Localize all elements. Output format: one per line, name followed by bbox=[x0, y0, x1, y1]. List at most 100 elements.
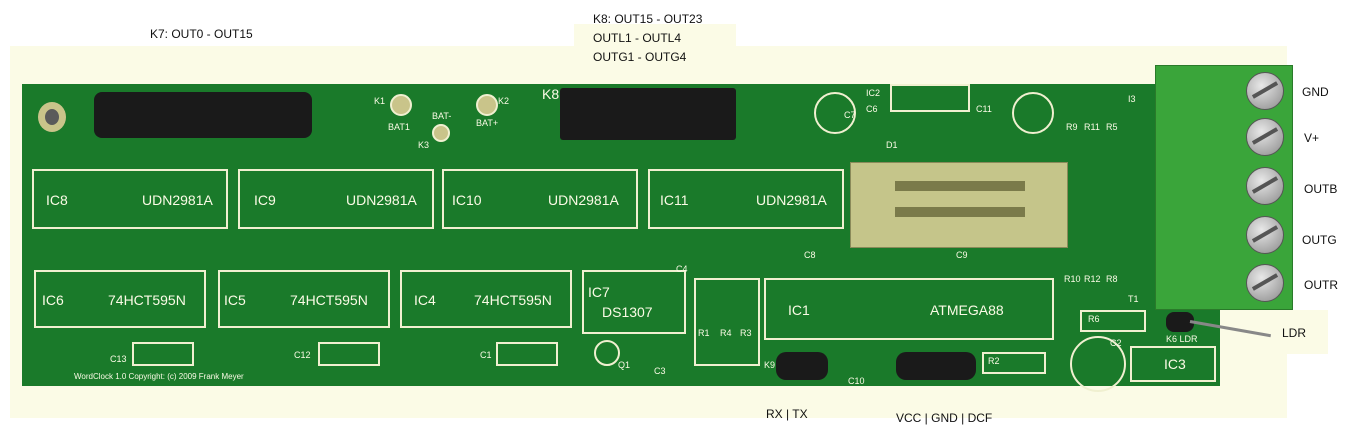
k9-header bbox=[776, 352, 828, 380]
ic8-type: UDN2981A bbox=[142, 192, 213, 208]
terminal-block bbox=[1155, 65, 1293, 310]
k6ldr-silk: K6 LDR bbox=[1166, 334, 1198, 344]
ic10-silk: IC10 bbox=[452, 192, 482, 208]
c10-silk: C10 bbox=[848, 376, 865, 386]
c12-silk: C12 bbox=[294, 350, 311, 360]
k3-pad bbox=[432, 124, 450, 142]
c9-silk: C9 bbox=[956, 250, 968, 260]
ic9-silk: IC9 bbox=[254, 192, 276, 208]
ic2-regulator bbox=[890, 84, 970, 112]
k8-silk: K8 bbox=[542, 86, 560, 102]
ic8-silk: IC8 bbox=[46, 192, 68, 208]
k8-label-line1: K8: OUT15 - OUT23 bbox=[593, 12, 703, 26]
rx-tx-label: RX | TX bbox=[766, 407, 808, 421]
k1-silk: K1 bbox=[374, 96, 386, 106]
screw-gnd bbox=[1246, 72, 1284, 110]
pcb-board: K8 K1 BAT1 K2 BAT+ BAT- K3 C7 IC2 C6 C11… bbox=[22, 84, 1220, 392]
screw-outb bbox=[1246, 167, 1284, 205]
r2-resistor bbox=[982, 352, 1046, 374]
ic1-silk: IC1 bbox=[788, 302, 810, 318]
ldr-sensor bbox=[1166, 312, 1194, 332]
q1-crystal bbox=[594, 340, 620, 366]
terminal-outb-label: OUTB bbox=[1304, 182, 1338, 196]
r9-silk: R9 bbox=[1066, 122, 1078, 132]
c7-capacitor bbox=[814, 92, 856, 134]
r11-silk: R11 bbox=[1084, 122, 1100, 132]
d1-silk: D1 bbox=[886, 140, 898, 150]
relay-component bbox=[850, 162, 1068, 248]
ic6-silk: IC6 bbox=[42, 292, 64, 308]
k3-silk: K3 bbox=[418, 140, 430, 150]
k8-label-line2: OUTL1 - OUTL4 bbox=[593, 31, 682, 45]
ic5-silk: IC5 bbox=[224, 292, 246, 308]
terminal-outg-label: OUTG bbox=[1302, 233, 1337, 247]
r8-silk: R8 bbox=[1106, 274, 1118, 284]
c2-capacitor bbox=[1070, 336, 1126, 392]
ic11-chip bbox=[648, 169, 844, 229]
vcc-gnd-dcf-label: VCC | GND | DCF bbox=[896, 411, 993, 425]
ic2-silk: IC2 bbox=[866, 88, 881, 98]
c13-capacitor bbox=[132, 342, 194, 366]
k8-label-line3: OUTG1 - OUTG4 bbox=[593, 50, 687, 64]
k9-silk: K9 bbox=[764, 360, 776, 370]
ldr-label: LDR bbox=[1282, 326, 1307, 340]
bat1-silk: BAT1 bbox=[388, 122, 410, 132]
ic8-chip bbox=[32, 169, 228, 229]
ic6-chip bbox=[34, 270, 206, 328]
k2-silk: K2 bbox=[498, 96, 510, 106]
terminal-gnd-label: GND bbox=[1302, 85, 1329, 99]
r4-silk: R4 bbox=[720, 328, 732, 338]
screw-outg bbox=[1246, 216, 1284, 254]
c1-capacitor bbox=[496, 342, 558, 366]
resistor-block bbox=[694, 278, 760, 366]
ic7-chip bbox=[582, 270, 686, 334]
c4-silk: C4 bbox=[676, 264, 688, 274]
ic6-type: 74HCT595N bbox=[108, 292, 186, 308]
k2-pad bbox=[476, 94, 498, 116]
c7-silk: C7 bbox=[844, 110, 856, 120]
r6-silk: R6 bbox=[1088, 314, 1100, 324]
ic7-type: DS1307 bbox=[602, 304, 653, 320]
ic4-chip bbox=[400, 270, 572, 328]
dcf-header bbox=[896, 352, 976, 380]
c2-silk: C2 bbox=[1110, 338, 1122, 348]
q1-silk: Q1 bbox=[618, 360, 631, 370]
c12-capacitor bbox=[318, 342, 380, 366]
ic3-chip bbox=[1130, 346, 1216, 382]
k1-pad bbox=[390, 94, 412, 116]
c3-silk: C3 bbox=[654, 366, 666, 376]
c6-capacitor bbox=[1012, 92, 1054, 134]
ic1-chip bbox=[764, 278, 1054, 340]
r12-silk: R12 bbox=[1084, 274, 1101, 284]
c11-silk: C11 bbox=[976, 104, 992, 114]
i3-silk: I3 bbox=[1128, 94, 1136, 104]
ic4-silk: IC4 bbox=[414, 292, 436, 308]
r6-resistor bbox=[1080, 310, 1146, 332]
t1-silk: T1 bbox=[1128, 294, 1139, 304]
ic3-silk: IC3 bbox=[1164, 356, 1186, 372]
ic9-type: UDN2981A bbox=[346, 192, 417, 208]
screw-outr bbox=[1246, 264, 1284, 302]
k8-label-panel bbox=[574, 24, 736, 70]
screw-vplus bbox=[1246, 118, 1284, 156]
c13-silk: C13 bbox=[110, 354, 127, 364]
k7-label: K7: OUT0 - OUT15 bbox=[150, 27, 253, 41]
r10-silk: R10 bbox=[1064, 274, 1081, 284]
ic11-type: UDN2981A bbox=[756, 192, 827, 208]
ic5-chip bbox=[218, 270, 390, 328]
credit-silk: WordClock 1.0 Copyright: (c) 2009 Frank … bbox=[74, 372, 244, 381]
k8-header bbox=[560, 88, 736, 140]
mounting-hole bbox=[38, 102, 66, 132]
k7-header bbox=[94, 92, 312, 138]
r3-silk: R3 bbox=[740, 328, 752, 338]
ic1-type: ATMEGA88 bbox=[930, 302, 1004, 318]
ic7-silk: IC7 bbox=[588, 284, 610, 300]
ic4-type: 74HCT595N bbox=[474, 292, 552, 308]
ic11-silk: IC11 bbox=[660, 192, 689, 208]
ic9-chip bbox=[238, 169, 434, 229]
ic5-type: 74HCT595N bbox=[290, 292, 368, 308]
terminal-outr-label: OUTR bbox=[1304, 278, 1338, 292]
r1-silk: R1 bbox=[698, 328, 710, 338]
c8-silk: C8 bbox=[804, 250, 816, 260]
batplus-silk: BAT+ bbox=[476, 118, 499, 128]
